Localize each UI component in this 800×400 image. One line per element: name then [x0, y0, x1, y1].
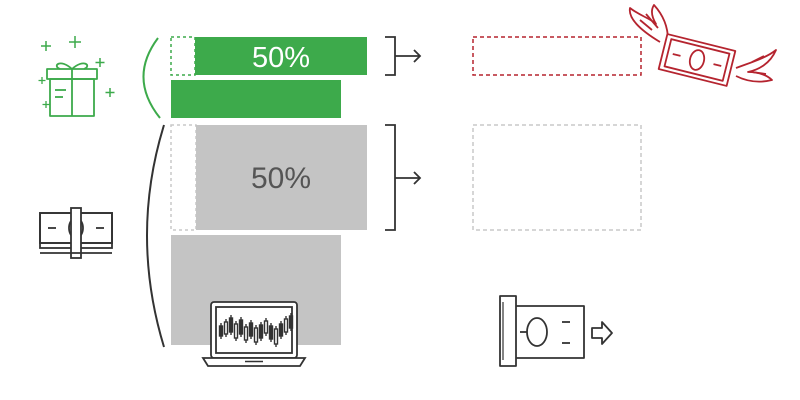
- candle-body: [233, 323, 239, 339]
- candle-body: [238, 319, 244, 335]
- candlestick-chart: [218, 313, 294, 347]
- candle-body: [268, 325, 274, 340]
- candle-body: [283, 318, 289, 333]
- deposit-withdrawable-bar: [196, 125, 367, 230]
- candle-body: [273, 328, 279, 345]
- bonus-withdrawable-bar: [195, 37, 367, 75]
- candle-body: [248, 322, 254, 337]
- candle-body: [288, 315, 294, 329]
- candle-body: [243, 326, 249, 341]
- deposit-locked-dashed-box: [170, 124, 197, 231]
- candle-body: [263, 320, 269, 334]
- gift-icon: [38, 36, 115, 117]
- deposit-result-dashed-box: [472, 124, 642, 231]
- candle-body: [278, 323, 284, 337]
- flying-money-icon: [628, 4, 777, 87]
- bonus-square-bracket: [385, 36, 396, 76]
- bonus-remaining-bar: [171, 80, 341, 118]
- candle-body: [253, 327, 259, 343]
- banknote-stack-icon: [39, 207, 113, 259]
- deposit-square-bracket: [385, 124, 396, 231]
- bonus-percent-label: 50%: [252, 42, 310, 74]
- bonus-result-dashed-box: [472, 36, 642, 76]
- candle-body: [218, 325, 224, 337]
- deposit-arrow: [395, 171, 422, 185]
- bonus-arrow: [395, 49, 422, 63]
- candle-body: [258, 324, 264, 339]
- bonus-locked-dashed-box: [170, 36, 196, 76]
- atm-cash-withdrawal-icon: [499, 295, 613, 367]
- candle-body: [223, 321, 229, 335]
- bonus-bracket-arc: [142, 37, 161, 119]
- deposit-percent-label: 50%: [251, 162, 311, 195]
- deposit-bracket-arc: [146, 124, 165, 348]
- candle-body: [228, 317, 234, 333]
